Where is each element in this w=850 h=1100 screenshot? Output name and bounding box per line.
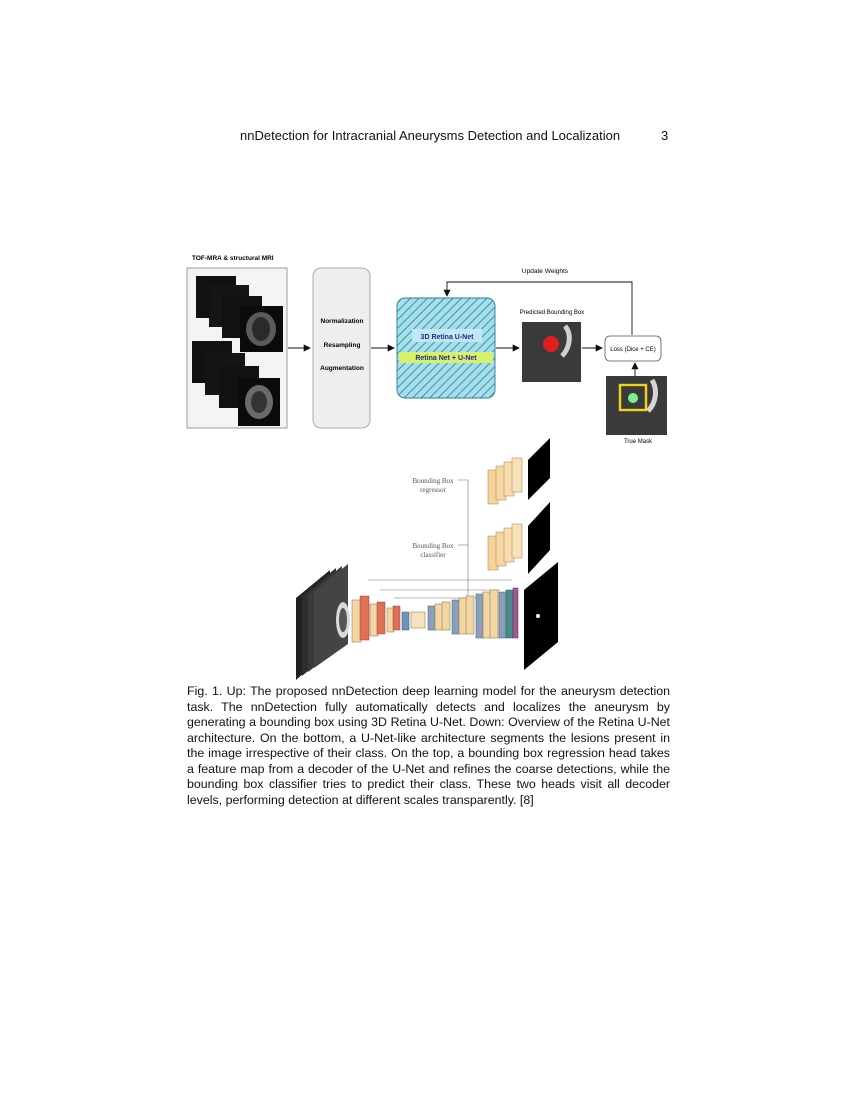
classifier-label-line2: classifier [420,551,446,559]
preproc-step-3: Augmentation [320,365,364,372]
model-box [396,297,496,399]
caption-label: Fig. 1. [187,684,223,698]
input-volume [296,564,350,680]
segmentation-output [524,562,558,670]
model-label-1: 3D Retina U-Net [421,334,475,341]
regressor-head [487,438,550,505]
input-label: TOF-MRA & structural MRI [192,255,274,262]
preproc-step-1: Normalization [321,318,364,325]
arrow-update-weights [443,281,633,335]
running-title: nnDetection for Intracranial Aneurysms D… [240,128,621,143]
segmentation-lesion [536,614,540,618]
preproc-step-2: Resampling [324,342,361,349]
decoder-blocks [427,587,519,639]
model-label-1-bg [412,329,482,342]
classifier-head [487,502,550,574]
model-label-2-bg [399,352,493,363]
vessel-shape [560,324,572,358]
figure-caption: Fig. 1. Up: The proposed nnDetection dee… [187,684,670,808]
preprocessing-box [312,267,371,429]
caption-text: Up: The proposed nnDetection deep learni… [187,684,670,807]
loss-label: Loss (Dice + CE) [610,347,656,353]
architecture-diagram: Bounding Box regressor Bounding Box clas… [296,438,558,680]
head-connector-1 [458,479,469,605]
loss-box [604,335,662,362]
page-number: 3 [661,128,669,143]
encoder-blocks [351,595,426,643]
pipeline-diagram: TOF-MRA & structural MRI Normalization R… [186,255,667,445]
pipeline-figure: TOF-MRA & structural MRI Normalization R… [180,248,680,448]
true-mask-label: True Mask [624,439,653,445]
architecture-figure: Bounding Box regressor Bounding Box clas… [290,430,570,680]
regressor-label-line2: regressor [420,486,446,494]
regressor-label-line1: Bounding Box [412,477,454,485]
model-label-2: Retina Net + U-Net [415,355,477,362]
predicted-image [522,322,581,382]
mask-vessel-shape [646,378,658,413]
mri-slices [192,276,283,426]
running-header: nnDetection for Intracranial Aneurysms D… [0,128,850,144]
classifier-label-line1: Bounding Box [412,542,454,550]
predicted-aneurysm [543,336,559,352]
predicted-label: Predicted Bounding Box [520,310,584,316]
update-weights-label: Update Weights [522,268,569,275]
true-mask-bbox [618,383,648,412]
true-mask-aneurysm [628,393,638,403]
